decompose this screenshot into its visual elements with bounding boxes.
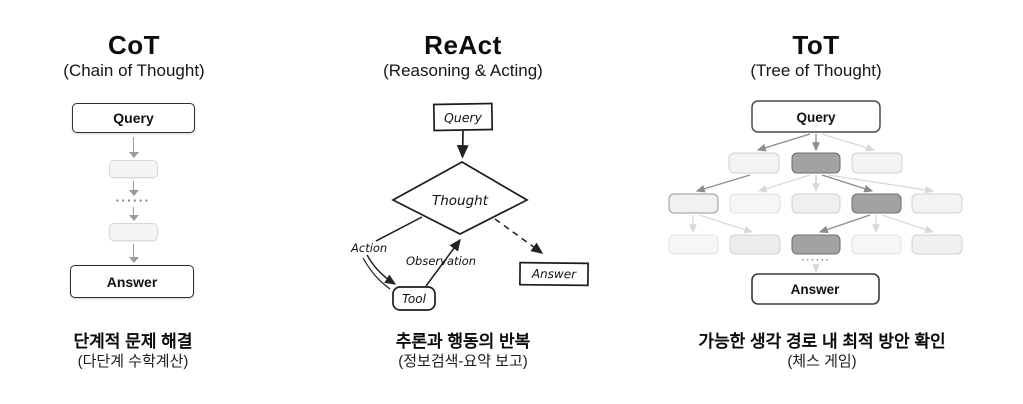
react-answer-label: Answer — [531, 267, 577, 281]
react-query-to-thought-arrow-icon — [456, 130, 469, 159]
react-query-box: Query — [432, 102, 494, 132]
tot-node-l1-1 — [728, 152, 780, 174]
react-action-arrow-double-line — [362, 257, 391, 290]
tot-ellipsis: ······ — [802, 255, 831, 266]
tot-tree-diagram: Query ······ Answer — [668, 100, 963, 305]
tot-node-l2-3 — [791, 193, 841, 214]
tot-caption: 가능한 생각 경로 내 최적 방안 확인 — [698, 332, 946, 351]
tot-title: ToT — [792, 30, 840, 60]
react-action-label: Action — [350, 241, 387, 255]
react-sketch-diagram: Query Thought Action Tool Observation An… — [350, 102, 589, 311]
cot-arrow-4-icon — [128, 244, 139, 263]
cot-title: CoT — [107, 30, 161, 60]
tot-arrows — [689, 133, 935, 274]
tot-caption-sub: (체스 게임) — [787, 353, 857, 370]
cot-step-box-1 — [109, 160, 158, 178]
react-thought-label: Thought — [432, 193, 489, 209]
react-caption-sub: (정보검색-요약 보고) — [398, 353, 528, 370]
react-caption: 추론과 행동의 반복 — [395, 332, 531, 351]
tot-node-l2-5 — [911, 193, 963, 214]
cot-ellipsis: ······ — [115, 193, 151, 208]
react-tool-box: Tool — [392, 286, 436, 311]
react-subtitle: (Reasoning & Acting) — [383, 61, 543, 80]
react-thought-to-answer-dashed-arrow-icon — [494, 218, 544, 254]
cot-answer-label: Answer — [106, 273, 158, 290]
tot-subtitle: (Tree of Thought) — [750, 61, 882, 80]
tot-node-l3-1 — [668, 234, 719, 255]
react-observation-label: Observation — [406, 254, 476, 268]
tot-node-l1-3 — [851, 152, 903, 174]
tot-answer-box: Answer — [751, 273, 880, 305]
tot-query-box: Query — [751, 100, 881, 133]
react-title: ReAct — [424, 30, 502, 60]
cot-arrow-2-icon — [128, 181, 139, 196]
cot-caption-sub: (다단계 수학계산) — [77, 353, 189, 370]
react-action-line — [375, 216, 423, 242]
tot-node-l2-1 — [668, 193, 719, 214]
react-query-label: Query — [444, 110, 483, 126]
react-tool-label: Tool — [402, 292, 427, 306]
react-observation-arrow-icon — [425, 238, 461, 287]
tot-node-l2-2 — [729, 193, 781, 214]
cot-subtitle: (Chain of Thought) — [63, 61, 205, 80]
tot-node-l3-5 — [911, 234, 963, 255]
cot-arrow-3-icon — [128, 207, 139, 221]
react-thought-diamond — [391, 161, 529, 235]
tot-node-l3-4 — [851, 234, 902, 255]
cot-step-box-2 — [109, 223, 158, 241]
react-action-arrow-icon — [366, 254, 397, 285]
tot-query-label: Query — [796, 110, 836, 125]
tot-node-l3-2 — [729, 234, 781, 255]
react-answer-box: Answer — [519, 261, 589, 287]
tot-node-l3-3-selected — [791, 234, 841, 255]
tot-answer-label: Answer — [791, 282, 841, 297]
cot-caption: 단계적 문제 해결 — [73, 332, 193, 351]
cot-query-box: Query — [72, 103, 195, 133]
cot-arrow-1-icon — [128, 137, 139, 158]
cot-query-label: Query — [113, 110, 154, 126]
tot-node-l2-4-selected — [851, 193, 902, 214]
cot-answer-box: Answer — [70, 265, 194, 298]
tot-node-l1-2-selected — [791, 152, 841, 174]
